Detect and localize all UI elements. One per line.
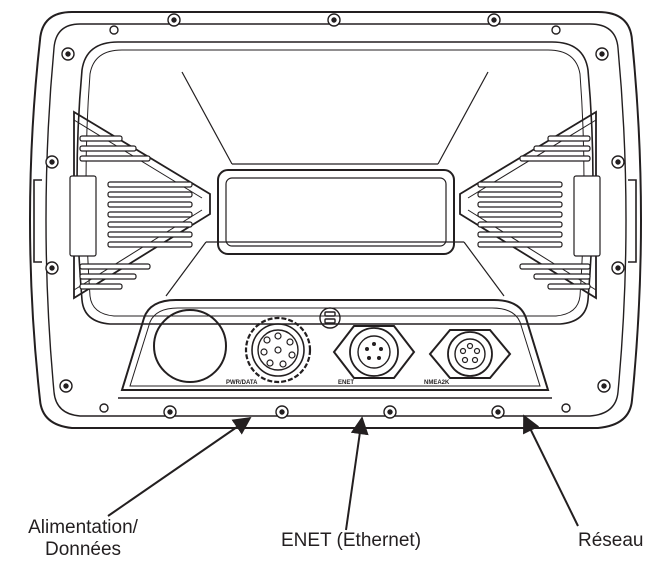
heatsink-fins-right bbox=[477, 135, 601, 290]
power-data-connector bbox=[244, 316, 312, 384]
screw bbox=[611, 261, 625, 275]
screw bbox=[383, 405, 397, 419]
screw bbox=[595, 47, 609, 61]
screw bbox=[59, 379, 73, 393]
screw bbox=[597, 379, 611, 393]
screw bbox=[551, 25, 561, 35]
nmea2k-connector bbox=[428, 329, 512, 379]
callout-arrow-enet bbox=[345, 416, 369, 531]
housing-screws bbox=[45, 13, 625, 419]
connector-bay bbox=[120, 299, 550, 391]
screw bbox=[611, 155, 625, 169]
heatsink-fins-left bbox=[69, 135, 193, 290]
port-label-power: PWR/DATA bbox=[226, 380, 258, 386]
callout-power-data-line1: Alimentation/ bbox=[28, 517, 138, 538]
screw bbox=[167, 13, 181, 27]
screw bbox=[327, 13, 341, 27]
callout-network: Réseau bbox=[578, 530, 644, 551]
side-tab-right bbox=[628, 179, 637, 263]
screw bbox=[275, 405, 289, 419]
center-label-recess bbox=[217, 169, 455, 255]
screw bbox=[61, 47, 75, 61]
callout-ethernet: ENET (Ethernet) bbox=[280, 530, 422, 551]
housing-inner-rim bbox=[45, 23, 627, 417]
callout-power-data: Alimentation/ Données bbox=[4, 517, 162, 561]
callout-power-data-line2: Données bbox=[44, 539, 122, 560]
side-tab-left bbox=[33, 179, 42, 263]
blank-plug bbox=[153, 309, 227, 383]
screw bbox=[163, 405, 177, 419]
screw bbox=[99, 403, 109, 413]
callout-arrow-network bbox=[523, 414, 579, 527]
housing-outer bbox=[29, 11, 642, 429]
enet-connector bbox=[332, 325, 416, 379]
panel-chamfer-lines bbox=[165, 71, 505, 297]
status-indicator bbox=[319, 307, 341, 329]
screw bbox=[561, 403, 571, 413]
port-label-nmea: NMEA2K bbox=[424, 380, 450, 386]
screw bbox=[45, 261, 59, 275]
screw bbox=[491, 405, 505, 419]
port-label-enet: ENET bbox=[338, 380, 354, 386]
screw bbox=[45, 155, 59, 169]
screw bbox=[109, 25, 119, 35]
screw bbox=[487, 13, 501, 27]
callout-arrow-power bbox=[107, 416, 252, 517]
rear-panel bbox=[76, 41, 594, 325]
